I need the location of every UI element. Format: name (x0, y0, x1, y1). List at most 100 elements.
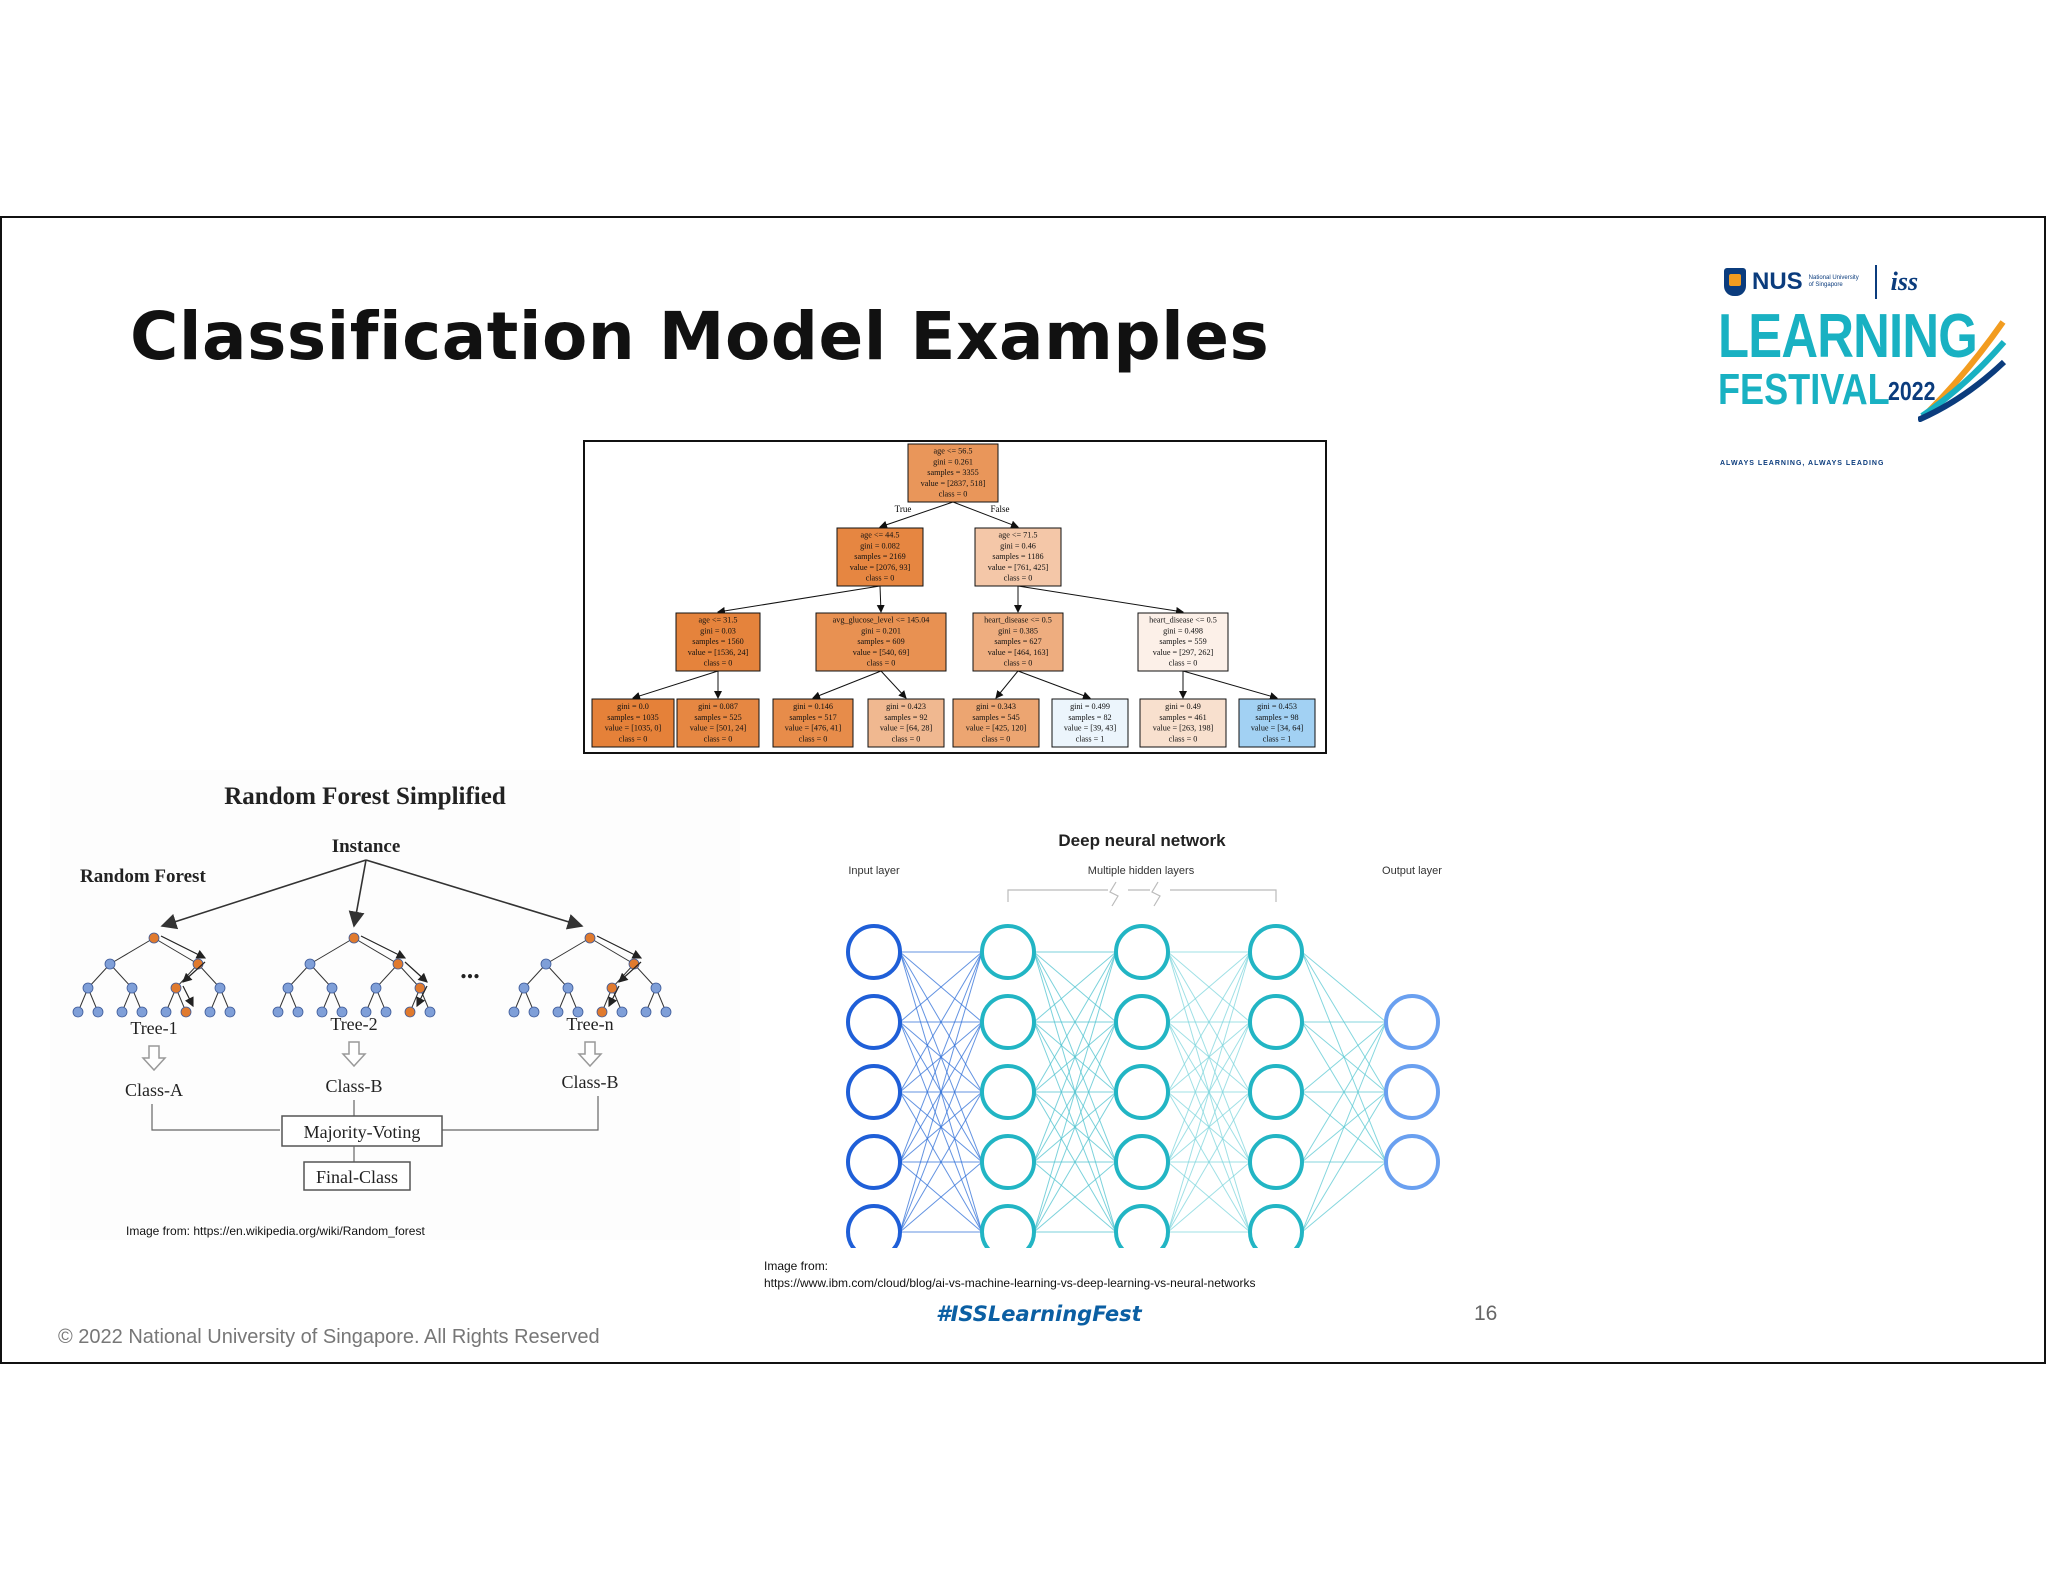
tree-edge (1017, 670, 1091, 700)
random-forest-title: Random Forest Simplified (224, 783, 506, 810)
nn-neuron (1248, 1204, 1304, 1260)
instance-arrow (348, 859, 367, 928)
tree-node-text: value = [476, 41] (785, 724, 842, 733)
tree-node-blue (380, 1006, 392, 1018)
tree-node-blue (370, 982, 382, 994)
tree-branch (353, 937, 399, 965)
tree-node-text: gini = 0.385 (998, 626, 1038, 635)
tree-node-blue (424, 1006, 436, 1018)
nn-connection (1301, 951, 1387, 1023)
tree-branch (109, 937, 155, 965)
tree-node-text: samples = 1186 (992, 552, 1043, 561)
nn-connection (1033, 951, 1117, 1023)
tree-node-text: heart_disease <= 0.5 (1149, 616, 1217, 625)
tree-node-blue (660, 1006, 672, 1018)
tree-node-text: value = [39, 43] (1064, 724, 1117, 733)
nn-neuron (846, 1064, 902, 1120)
tree-node-blue (316, 1006, 328, 1018)
nn-connection (899, 951, 983, 1093)
final-class-label: Final-Class (316, 1167, 398, 1187)
tree-node-box (591, 698, 675, 748)
forest-tree-1 (72, 932, 236, 1018)
tree-node-text: gini = 0.498 (1163, 626, 1203, 635)
tree-node-text: value = [464, 163] (988, 648, 1049, 657)
nn-connection (1301, 1021, 1387, 1093)
nus-wordmark: NUS (1752, 268, 1803, 295)
tree-node-blue (224, 1006, 236, 1018)
tree-node-box (676, 698, 760, 748)
nn-neuron (1384, 994, 1440, 1050)
tree-node-text: class = 1 (1263, 735, 1292, 744)
tree-node-text: value = [64, 28] (880, 724, 933, 733)
tree-edge (632, 670, 719, 700)
nn-neuron (1114, 994, 1170, 1050)
tree-name-label: Tree-2 (330, 1014, 377, 1034)
tree-node-text: value = [540, 69] (853, 648, 910, 657)
nn-connection (1301, 1021, 1387, 1233)
nn-connection (1033, 1021, 1117, 1233)
majority-voting-label: Majority-Voting (304, 1122, 421, 1142)
nn-connection (1301, 1091, 1387, 1233)
tree-node-orange (348, 932, 360, 944)
nn-connection (1301, 1161, 1387, 1233)
nn-connection (1167, 951, 1251, 1163)
tree-node-box (952, 698, 1040, 748)
tree-node-text: gini = 0.03 (700, 626, 736, 635)
tree-node-orange (180, 1006, 192, 1018)
tree-node-blue (616, 1006, 628, 1018)
tree-node-text: class = 0 (867, 659, 896, 668)
nn-neuron (1248, 1064, 1304, 1120)
tree-node-text: heart_disease <= 0.5 (984, 616, 1052, 625)
swoosh-icon (1918, 320, 2007, 422)
tree-edge (717, 585, 881, 615)
nn-connection (1033, 951, 1117, 1233)
tree-node-text: age <= 71.5 (998, 531, 1037, 540)
tree-node-text: class = 0 (704, 659, 733, 668)
tree-node-orange (606, 982, 618, 994)
hashtag: #ISSLearningFest (936, 1302, 1142, 1326)
nn-neuron (980, 994, 1036, 1050)
forest-tree-2 (272, 932, 436, 1018)
tree-node-blue (116, 1006, 128, 1018)
tree-node-box (1051, 698, 1129, 748)
tree-node-text: gini = 0.499 (1070, 702, 1110, 711)
tree-node-text: class = 0 (799, 735, 828, 744)
nn-neuron (846, 924, 902, 980)
nn-title: Deep neural network (1058, 831, 1226, 850)
tree-node-text: value = [263, 198] (1153, 724, 1214, 733)
input-layer-label: Input layer (848, 865, 900, 877)
nn-neuron (1248, 1134, 1304, 1190)
tree-node-blue (292, 1006, 304, 1018)
tree-node-blue (72, 1006, 84, 1018)
tree-branch (545, 937, 591, 965)
tree-branch (87, 963, 111, 989)
nn-caption-line2: https://www.ibm.com/cloud/blog/ai-vs-mac… (764, 1276, 1256, 1290)
nn-connection (899, 951, 983, 1233)
tree-node-blue (336, 1006, 348, 1018)
decision-path-arrow (182, 985, 194, 1008)
nn-neuron (846, 1204, 902, 1260)
decision-path-arrow (160, 935, 207, 959)
tree-node-orange (148, 932, 160, 944)
nn-connection (1167, 1161, 1251, 1233)
tree-node-blue (272, 1006, 284, 1018)
tree-node-orange (404, 1006, 416, 1018)
tree-branch (397, 963, 421, 989)
nn-connection (1167, 951, 1251, 1233)
tree-node-blue (572, 1006, 584, 1018)
tree-branch (523, 963, 547, 989)
tree-node-text: gini = 0.261 (933, 457, 973, 466)
tree-node-text: gini = 0.146 (793, 702, 833, 711)
tree-node-blue (518, 982, 530, 994)
slide-title: Classification Model Examples (130, 298, 1270, 375)
tree-edge (1017, 585, 1184, 615)
tree-node-text: class = 0 (1169, 735, 1198, 744)
tree-node-text: gini = 0.082 (860, 541, 900, 550)
tree-node-blue (204, 1006, 216, 1018)
nn-connection (899, 1021, 983, 1233)
